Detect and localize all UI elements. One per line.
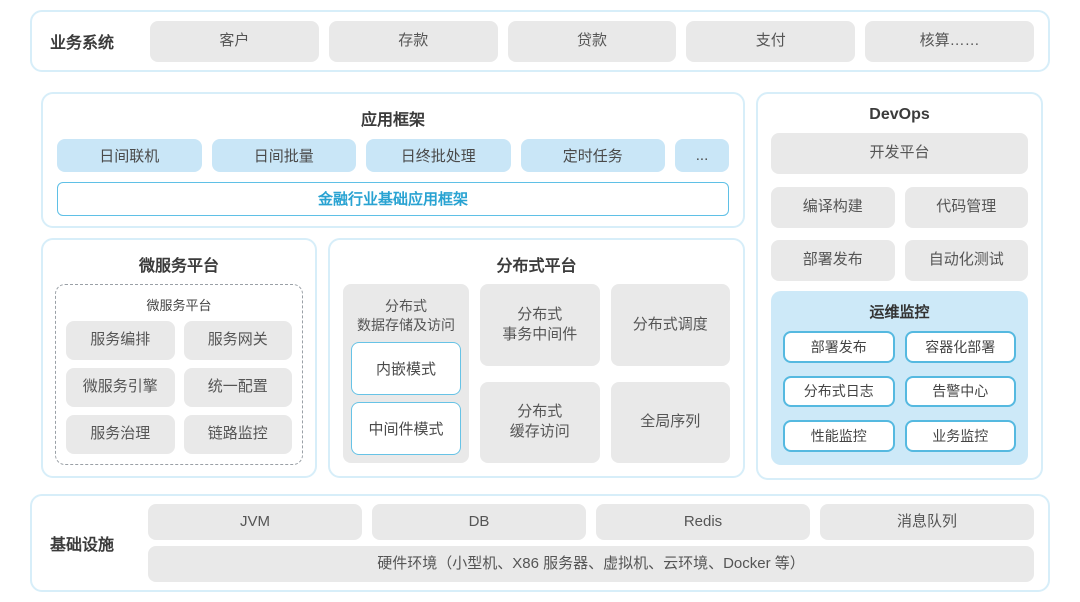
dist-node-middleware-mode: 中间件模式: [351, 401, 461, 455]
infra-node-db: DB: [372, 504, 586, 540]
devops-node-auto-test: 自动化测试: [904, 240, 1028, 281]
dist-storage-title: 分布式 数据存储及访问: [351, 297, 461, 335]
business-node-accounting: 核算……: [865, 20, 1034, 62]
infra-node-hardware-env: 硬件环境（小型机、X86 服务器、虚拟机、云环境、Docker 等）: [148, 546, 1034, 582]
framework-node-scheduled-task: 定时任务: [520, 139, 665, 172]
framework-node-more: ...: [675, 139, 729, 172]
dist-node-transaction-middleware: 分布式 事务中间件: [480, 284, 600, 366]
devops-grid: 编译构建 代码管理 部署发布 自动化测试: [771, 187, 1028, 281]
app-framework-title: 应用框架: [360, 112, 425, 129]
business-node-customer: 客户: [150, 20, 319, 62]
dist-transaction-line2: 事务中间件: [502, 325, 578, 343]
distributed-grid: 分布式 数据存储及访问 内嵌模式 中间件模式 分布式 事务中间件 分布式调度 分…: [343, 284, 730, 463]
distributed-panel: 分布式平台 分布式 数据存储及访问 内嵌模式 中间件模式 分布式 事务中间件 分…: [328, 238, 745, 478]
business-systems-label: 业务系统: [50, 35, 115, 52]
microservice-inner-box: 微服务平台 服务编排 服务网关 微服务引擎 统一配置 服务治理 链路监控: [55, 284, 303, 465]
dist-storage-title-line2: 数据存储及访问: [357, 316, 455, 333]
framework-node-daytime-online: 日间联机: [57, 139, 202, 172]
dist-transaction-line1: 分布式: [517, 305, 563, 323]
ops-monitor-grid: 部署发布 容器化部署 分布式日志 告警中心 性能监控 业务监控: [783, 331, 1016, 452]
micro-node-governance: 服务治理: [66, 415, 175, 454]
business-node-loan: 贷款: [507, 20, 677, 62]
ops-monitor-title: 运维监控: [869, 304, 930, 321]
micro-node-unified-config: 统一配置: [183, 368, 292, 407]
infra-node-jvm: JVM: [148, 504, 362, 540]
devops-node-deploy: 部署发布: [771, 240, 895, 281]
micro-node-gateway: 服务网关: [183, 321, 292, 360]
framework-node-eod-batch: 日终批处理: [366, 139, 511, 172]
microservice-grid: 服务编排 服务网关 微服务引擎 统一配置 服务治理 链路监控: [66, 321, 292, 454]
microservice-panel: 微服务平台 微服务平台 服务编排 服务网关 微服务引擎 统一配置 服务治理 链路…: [41, 238, 317, 478]
devops-node-build: 编译构建: [771, 187, 895, 228]
monitor-node-perf-monitor: 性能监控: [783, 420, 895, 452]
dist-node-global-sequence: 全局序列: [610, 381, 730, 463]
infrastructure-row: JVM DB Redis 消息队列: [148, 504, 1034, 540]
monitor-node-business-monitor: 业务监控: [904, 420, 1016, 452]
devops-node-dev-platform: 开发平台: [771, 133, 1028, 174]
business-node-payment: 支付: [686, 20, 856, 62]
financial-base-framework-node: 金融行业基础应用框架: [57, 181, 729, 216]
micro-node-orchestration: 服务编排: [66, 321, 175, 360]
dist-node-schedule: 分布式调度: [610, 284, 730, 366]
microservice-title: 微服务平台: [138, 258, 219, 275]
dist-node-cache-access: 分布式 缓存访问: [480, 381, 600, 463]
infrastructure-label: 基础设施: [50, 537, 115, 554]
app-framework-panel: 应用框架 日间联机 日间批量 日终批处理 定时任务 ... 金融行业基础应用框架: [41, 92, 745, 228]
business-node-deposit: 存款: [328, 20, 498, 62]
micro-node-engine: 微服务引擎: [66, 368, 175, 407]
devops-panel: DevOps 开发平台 编译构建 代码管理 部署发布 自动化测试 运维监控 部署…: [756, 92, 1043, 480]
micro-node-trace-monitor: 链路监控: [183, 415, 292, 454]
infrastructure-panel: 基础设施 JVM DB Redis 消息队列 硬件环境（小型机、X86 服务器、…: [30, 494, 1050, 592]
app-framework-row: 日间联机 日间批量 日终批处理 定时任务 ...: [57, 139, 729, 172]
dist-cache-line2: 缓存访问: [509, 423, 570, 441]
infra-node-redis: Redis: [596, 504, 810, 540]
dist-storage-title-line1: 分布式: [385, 298, 427, 314]
monitor-node-container-deploy: 容器化部署: [904, 331, 1016, 363]
dist-node-embedded-mode: 内嵌模式: [351, 341, 461, 395]
monitor-node-deploy-release: 部署发布: [783, 331, 895, 363]
monitor-node-distributed-log: 分布式日志: [783, 375, 895, 408]
infrastructure-content: JVM DB Redis 消息队列 硬件环境（小型机、X86 服务器、虚拟机、云…: [148, 504, 1034, 582]
devops-node-code-mgmt: 代码管理: [904, 187, 1028, 228]
ops-monitor-panel: 运维监控 部署发布 容器化部署 分布式日志 告警中心 性能监控 业务监控: [771, 291, 1028, 465]
business-systems-panel: 业务系统 客户 存款 贷款 支付 核算……: [30, 10, 1050, 72]
framework-node-daytime-batch: 日间批量: [211, 139, 356, 172]
monitor-node-alert-center: 告警中心: [904, 375, 1016, 408]
dist-cache-line1: 分布式: [517, 403, 563, 420]
dist-node-data-storage: 分布式 数据存储及访问 内嵌模式 中间件模式: [343, 284, 469, 463]
microservice-inner-title: 微服务平台: [146, 298, 212, 313]
devops-title: DevOps: [869, 106, 930, 123]
infra-node-message-queue: 消息队列: [820, 504, 1034, 540]
distributed-title: 分布式平台: [496, 258, 577, 275]
